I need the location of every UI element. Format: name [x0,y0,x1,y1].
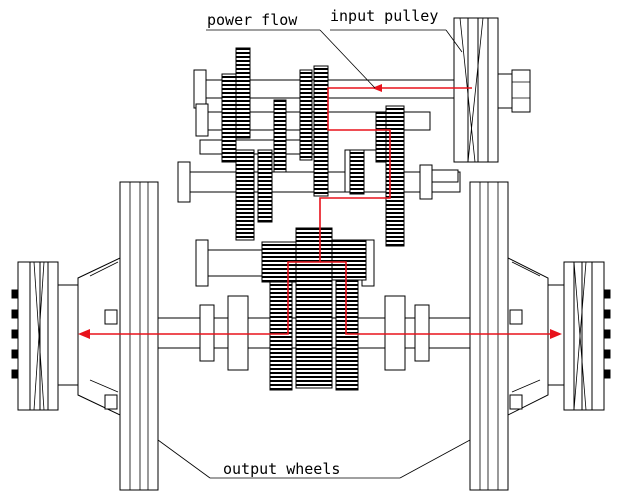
power-flow-label: power flow [207,11,298,29]
right-hub-bracket [507,257,549,416]
input-pulley [453,17,531,163]
power-flow-arrowhead-input [372,84,382,92]
output-wheels-label: output wheels [223,460,340,478]
left-hub-pulley [11,261,79,411]
label-leader-lines [157,29,471,479]
left-hub-bracket [77,257,121,416]
left-output-wheel [119,181,159,491]
input-pulley-label: input pulley [330,7,438,25]
power-flow-path [78,84,562,339]
right-hub-pulley [547,261,611,411]
differential-gears [261,227,367,391]
power-flow-arrowhead-left [78,329,90,339]
power-flow-arrowhead-right [550,329,562,339]
gearbox-gears [221,47,405,247]
right-output-wheel [469,181,509,491]
